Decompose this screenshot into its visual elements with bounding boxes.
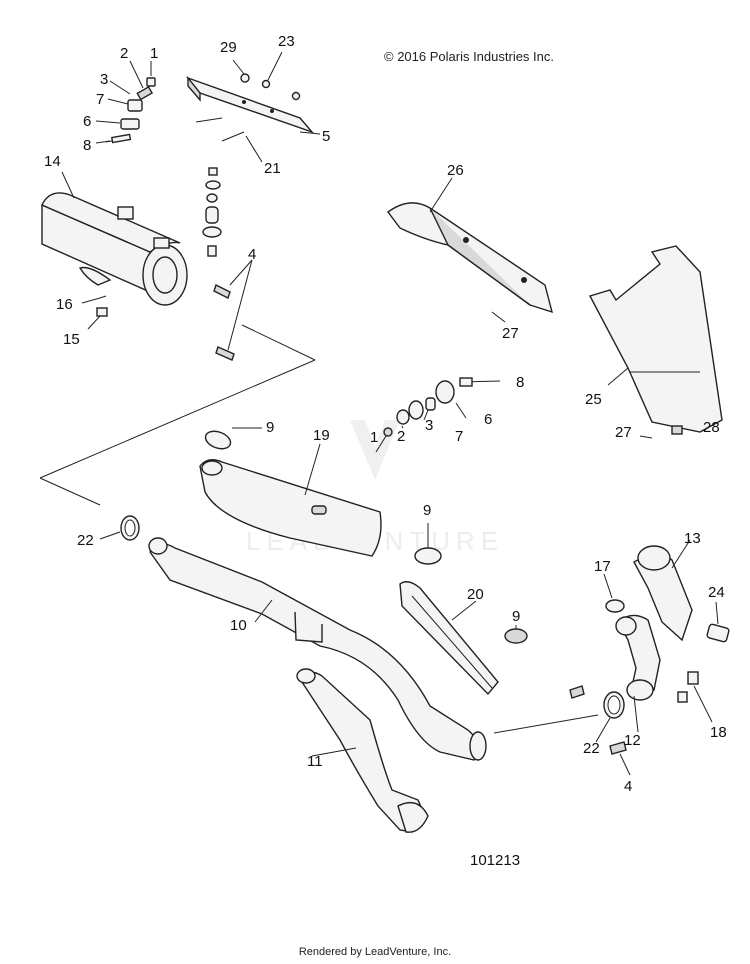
callout-19: 19 xyxy=(313,427,330,444)
callout-7-mid: 7 xyxy=(455,428,463,445)
callout-22-right: 22 xyxy=(583,740,600,757)
exhaust-pipe-icon xyxy=(633,539,693,642)
callout-5: 5 xyxy=(322,128,330,145)
callout-16: 16 xyxy=(56,296,73,313)
callout-4-bottom: 4 xyxy=(624,778,632,795)
callout-27: 27 xyxy=(502,325,519,342)
callout-lines-top-left xyxy=(95,60,152,144)
callout-21: 21 xyxy=(264,160,281,177)
bolt-icon xyxy=(105,77,156,144)
callout-14: 14 xyxy=(44,153,61,170)
callout-23: 23 xyxy=(278,33,295,50)
clamp-icon xyxy=(99,515,140,541)
drawing-number: 101213 xyxy=(470,852,520,869)
callout-27-bottom: 27 xyxy=(615,424,632,441)
clamp-icon xyxy=(595,573,625,743)
callout-25: 25 xyxy=(585,391,602,408)
callout-20: 20 xyxy=(467,586,484,603)
callout-10: 10 xyxy=(230,617,247,634)
isolator-stack xyxy=(202,167,222,257)
callout-8-mid: 8 xyxy=(516,374,524,391)
assembly-guide-lines xyxy=(39,324,316,506)
heat-shield-icon xyxy=(387,177,553,323)
callout-9: 9 xyxy=(266,419,274,436)
callout-6-mid: 6 xyxy=(484,411,492,428)
callout-3-mid: 3 xyxy=(425,417,433,434)
callout-8: 8 xyxy=(83,137,91,154)
callout-24: 24 xyxy=(708,584,725,601)
callout-2: 2 xyxy=(120,45,128,62)
callout-1-mid: 1 xyxy=(370,429,378,446)
exhaust-pipe-icon xyxy=(296,668,429,833)
callout-7: 7 xyxy=(96,91,104,108)
bolt-icon xyxy=(375,377,501,453)
exhaust-pipe-icon xyxy=(148,537,599,761)
callout-9-c: 9 xyxy=(512,608,520,625)
spring-icon xyxy=(213,284,235,361)
callout-13: 13 xyxy=(684,530,701,547)
callout-9-b: 9 xyxy=(423,502,431,519)
callout-4: 4 xyxy=(248,246,256,263)
callout-lines-muffler xyxy=(81,259,253,351)
exhaust-pipe-icon xyxy=(199,443,382,557)
copyright-notice: © 2016 Polaris Industries Inc. xyxy=(384,49,554,64)
footer-credit: Rendered by LeadVenture, Inc. xyxy=(298,946,452,958)
callout-26: 26 xyxy=(447,162,464,179)
callout-29: 29 xyxy=(220,39,237,56)
clamp-icon xyxy=(204,427,528,644)
heat-shield-icon xyxy=(588,245,723,439)
muffler-icon xyxy=(41,171,188,306)
callout-12: 12 xyxy=(624,732,641,749)
exhaust-pipe-icon xyxy=(615,614,661,733)
heat-shield-icon xyxy=(399,581,499,696)
callout-1: 1 xyxy=(150,45,158,62)
bolt-icon xyxy=(677,601,730,723)
callout-22: 22 xyxy=(77,532,94,549)
callout-6: 6 xyxy=(83,113,91,130)
callout-17: 17 xyxy=(594,558,611,575)
mounting-bracket xyxy=(185,51,321,163)
callout-labels: 1 2 3 7 6 8 29 23 5 21 14 4 16 15 26 27 … xyxy=(44,33,727,795)
spring-icon xyxy=(569,685,631,776)
callout-3: 3 xyxy=(100,71,108,88)
callout-28: 28 xyxy=(703,419,720,436)
callout-18: 18 xyxy=(710,724,727,741)
callout-2-mid: 2 xyxy=(397,428,405,445)
callout-11: 11 xyxy=(307,753,323,770)
callout-15: 15 xyxy=(63,331,80,348)
